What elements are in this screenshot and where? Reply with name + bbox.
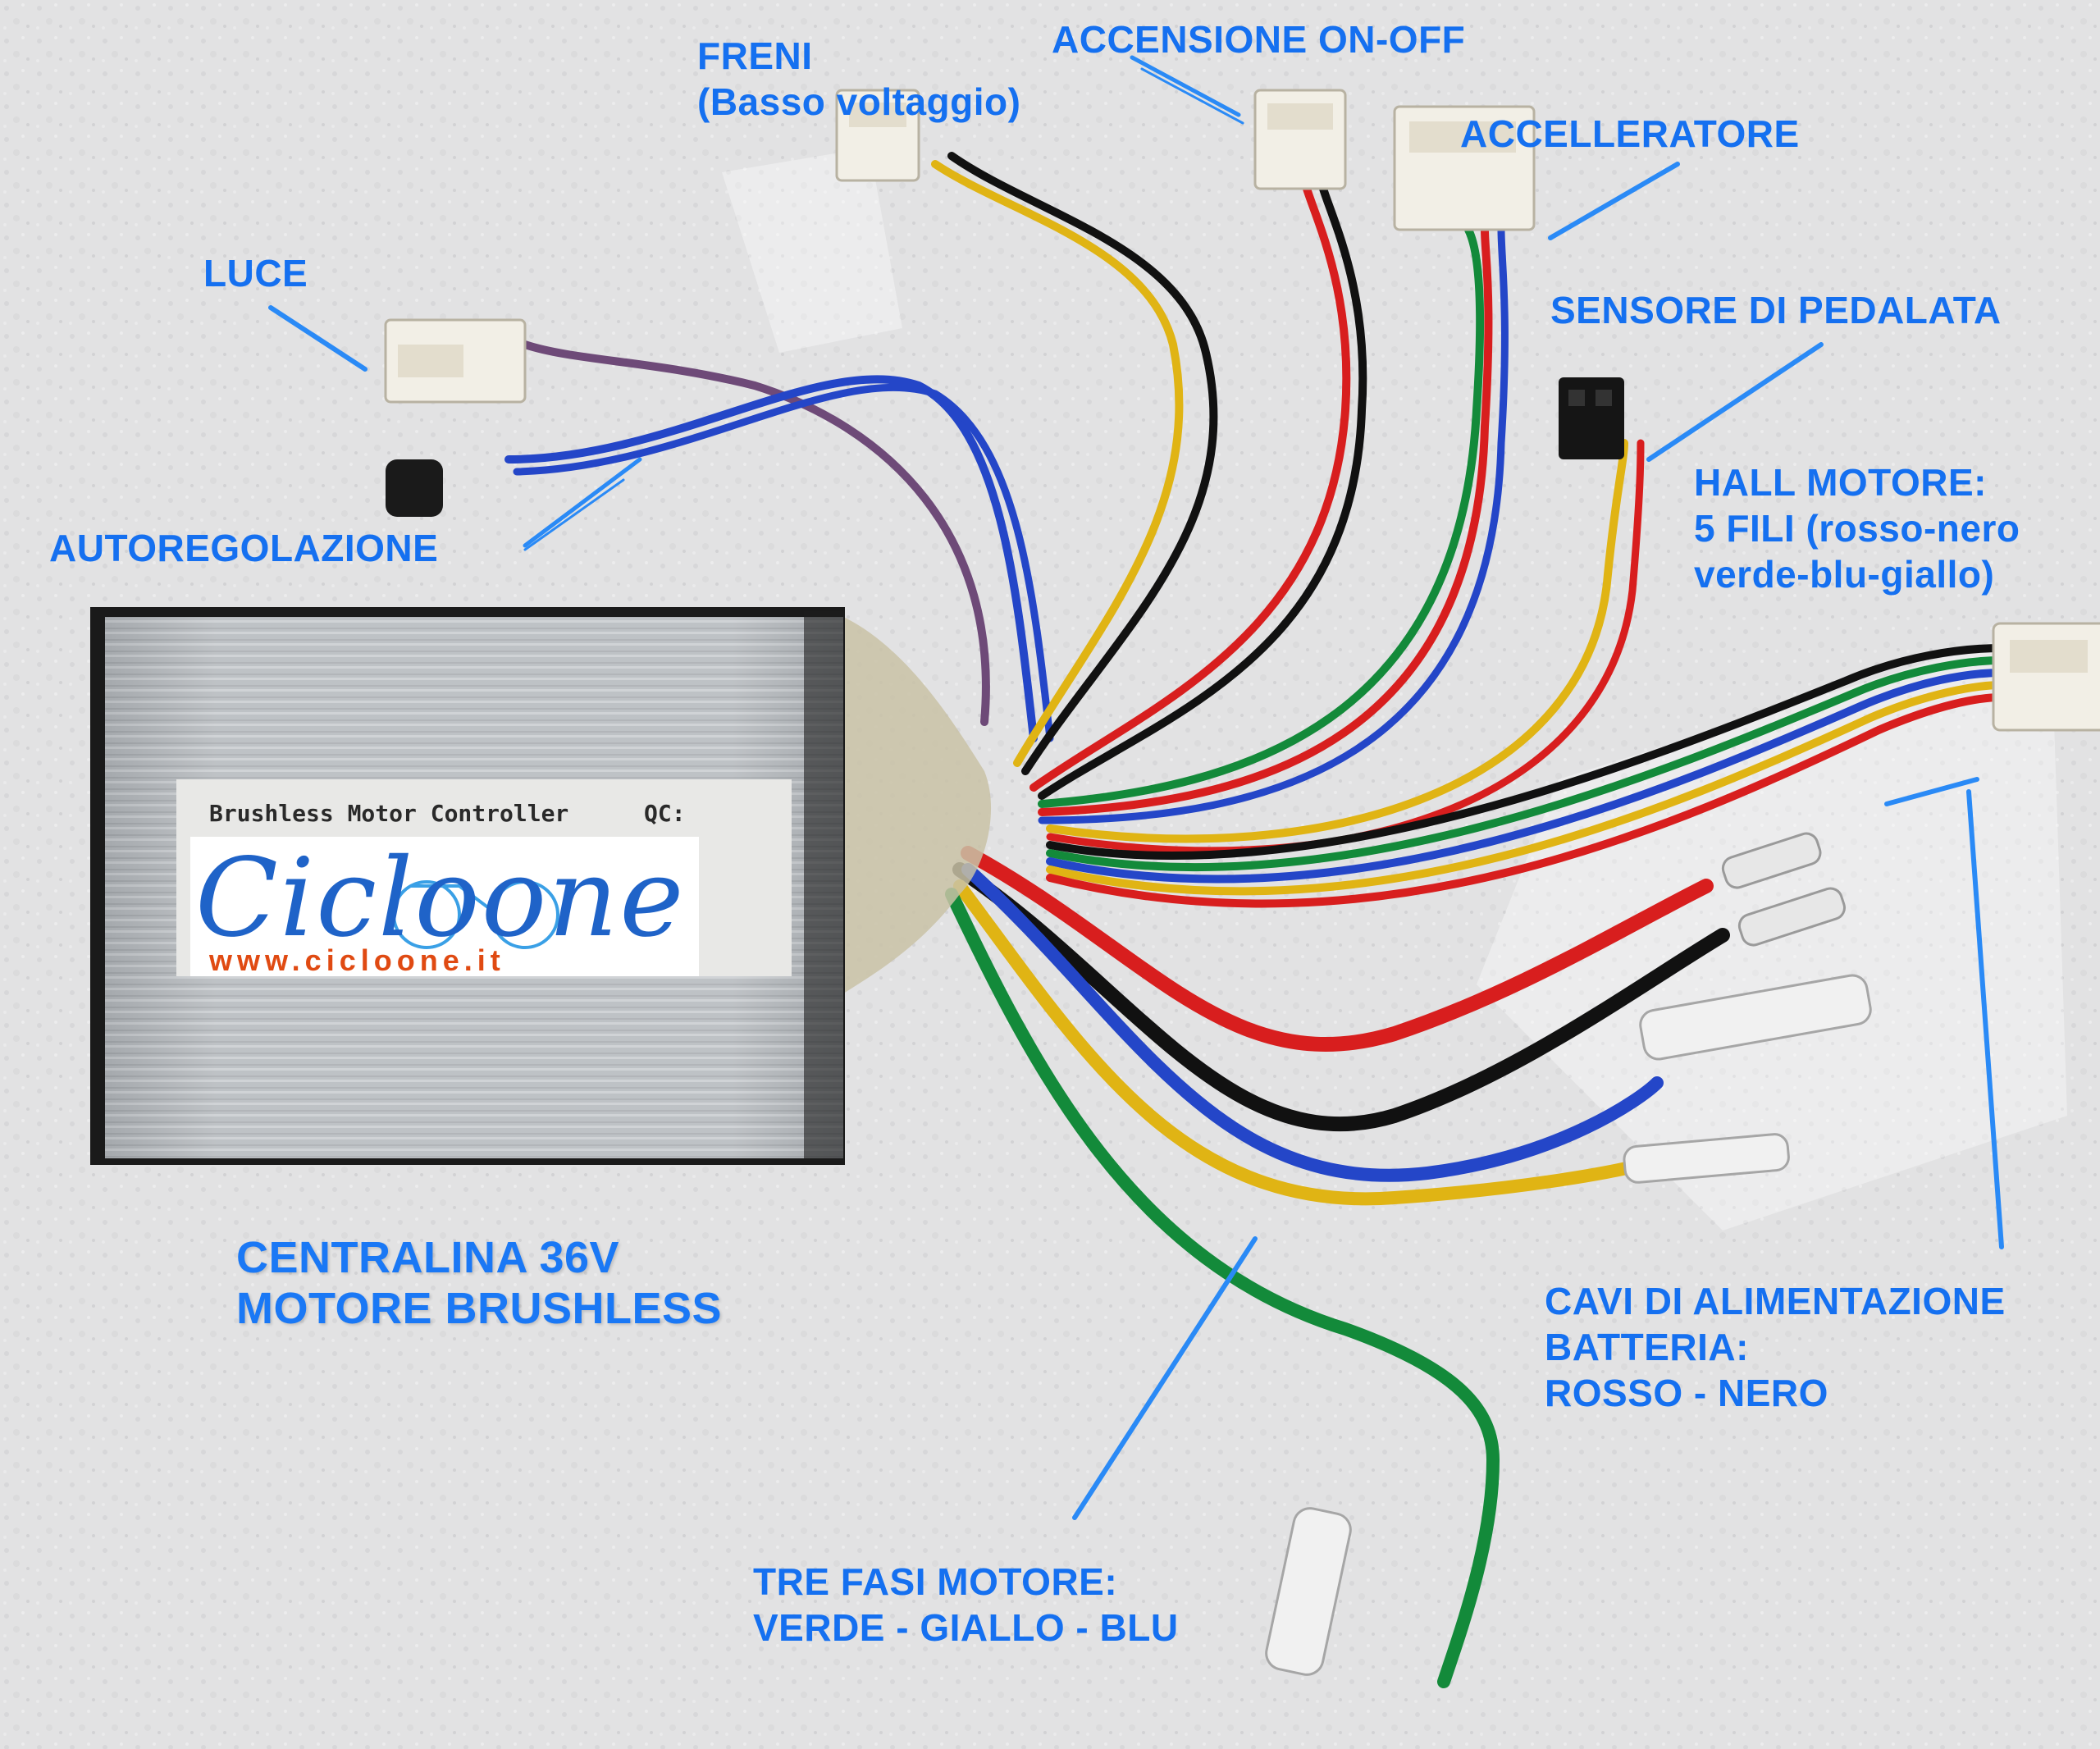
logo-url: www.cicloone.it <box>209 943 505 977</box>
controller-label: Brushless Motor Controller <box>209 800 569 827</box>
luce-connector <box>384 318 527 404</box>
callout-lines <box>268 55 2004 1520</box>
logo-sticker <box>190 837 699 976</box>
label-accelleratore: ACCELLERATORE <box>1460 112 1800 155</box>
label-fasi: TRE FASI MOTORE: VERDE - GIALLO - BLU <box>753 1560 1179 1649</box>
label-hall: HALL MOTORE: 5 FILI (rosso-nero verde-bl… <box>1694 461 2020 596</box>
label-cavi: CAVI DI ALIMENTAZIONE BATTERIA: ROSSO - … <box>1545 1280 2006 1414</box>
accensione-connector <box>1253 89 1347 190</box>
wire-bundle <box>504 152 2006 1688</box>
bicycle-wheel-icon <box>392 880 461 949</box>
autoregolazione-connector <box>386 459 443 517</box>
label-sensore: SENSORE DI PEDALATA <box>1550 289 2002 331</box>
label-luce: LUCE <box>203 252 308 295</box>
label-accensione: ACCENSIONE ON-OFF <box>1052 18 1466 61</box>
label-centralina: CENTRALINA 36V MOTORE BRUSHLESS <box>236 1233 723 1333</box>
freni-connector <box>835 89 920 182</box>
logo-text: Cicloone <box>195 835 686 961</box>
label-freni: FRENI (Basso voltaggio) <box>697 34 1021 123</box>
qc-label: QC: <box>644 800 686 827</box>
bullet-connectors <box>1265 832 1872 1676</box>
accelleratore-connector <box>1393 105 1536 231</box>
hall-connector <box>1992 622 2100 732</box>
sensore-connector <box>1559 377 1624 459</box>
plastic-bag-top <box>722 148 902 353</box>
label-autoregolazione: AUTOREGOLAZIONE <box>49 527 439 569</box>
